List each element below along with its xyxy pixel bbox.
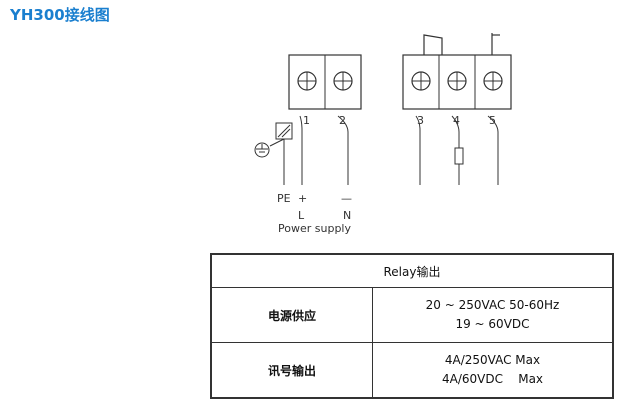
screw-terminal-5 <box>483 71 503 91</box>
table-row: 讯号输出 4A/250VAC Max 4A/60VDC Max <box>210 342 614 399</box>
pe-lead <box>269 138 285 147</box>
relay-contact-symbol <box>423 34 443 55</box>
label-l: L <box>298 209 305 222</box>
value-line: 4A/250VAC Max <box>444 353 541 367</box>
label-power-supply: Power supply <box>278 222 351 235</box>
screw-terminal-3 <box>411 71 431 91</box>
wire-terminal-3 <box>415 115 421 185</box>
wire-terminal-1 <box>299 115 303 185</box>
table-row: 电源供应 20 ~ 250VAC 50-60Hz 19 ~ 60VDC <box>210 287 614 343</box>
value-line: 4A/60VDC Max <box>441 372 544 386</box>
value-line: 19 ~ 60VDC <box>455 317 530 331</box>
screw-terminal-4 <box>447 71 467 91</box>
wiring-diagram: 1 2 3 4 5 PE + — L N Power supply <box>254 33 512 235</box>
fuse-symbol <box>454 147 464 165</box>
terminal-number-3: 3 <box>417 114 424 127</box>
row-value-signal: 4A/250VAC Max 4A/60VDC Max <box>372 342 614 399</box>
label-n: N <box>343 209 351 222</box>
row-value-power: 20 ~ 250VAC 50-60Hz 19 ~ 60VDC <box>372 287 614 343</box>
screw-terminal-2 <box>333 71 353 91</box>
relay-spec-table: Relay输出 电源供应 20 ~ 250VAC 50-60Hz 19 ~ 60… <box>210 253 614 399</box>
label-minus: — <box>341 192 352 205</box>
page-title: YH300接线图 <box>10 6 110 24</box>
row-key-signal: 讯号输出 <box>210 342 373 399</box>
terminal-number-1: 1 <box>303 114 310 127</box>
ground-icon <box>254 142 270 158</box>
row-key-power: 电源供应 <box>210 287 373 343</box>
label-plus: + <box>298 192 307 205</box>
wire-terminal-5 <box>487 115 499 185</box>
terminal-number-4: 4 <box>453 114 460 127</box>
table-header: Relay输出 <box>210 253 614 288</box>
screw-terminal-1 <box>297 71 317 91</box>
label-pe: PE <box>277 192 291 205</box>
wire-terminal-2 <box>337 115 349 185</box>
value-line: 20 ~ 250VAC 50-60Hz <box>425 298 560 312</box>
wire-terminal-4 <box>451 115 460 185</box>
